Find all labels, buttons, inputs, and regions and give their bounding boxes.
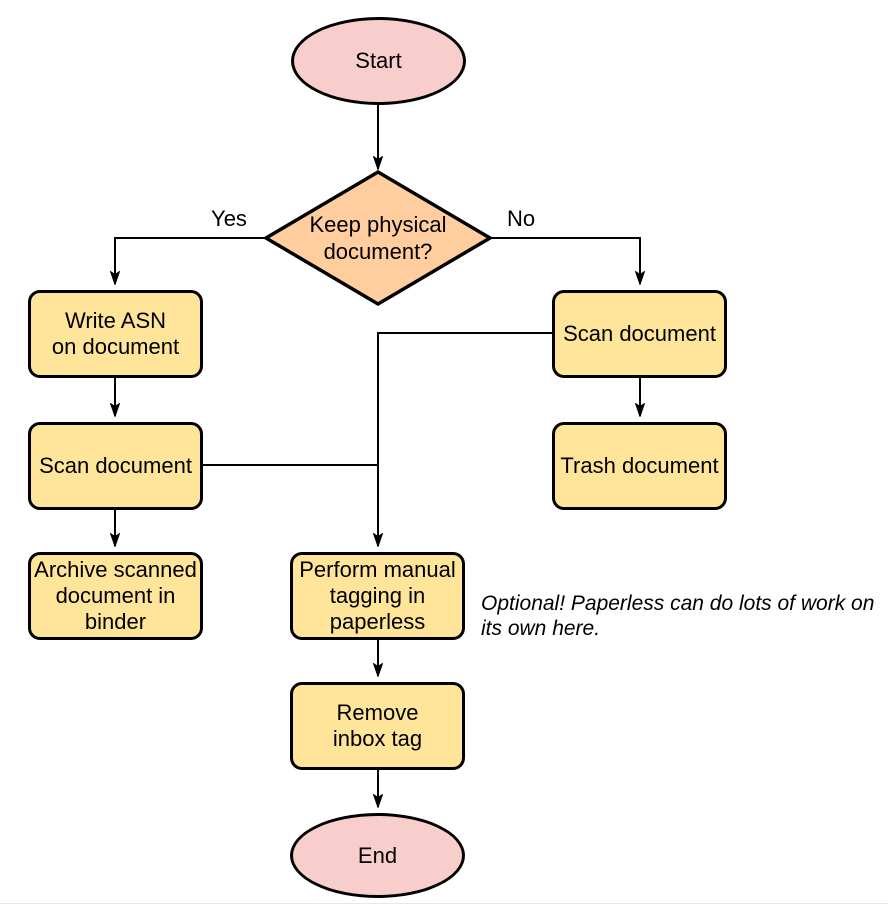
node-scan-document-right: Scan document [552, 290, 727, 378]
node-write-asn: Write ASN on document [28, 290, 203, 378]
node-write-asn-label: Write ASN on document [51, 308, 180, 359]
node-start-label: Start [355, 48, 402, 73]
node-archive-binder: Archive scanned document in binder [28, 552, 203, 640]
node-end: End [290, 813, 465, 898]
node-scan-document-right-label: Scan document [563, 321, 716, 346]
optional-note: Optional! Paperless can do lots of work … [481, 592, 875, 640]
node-remove-inbox-tag-label: Remove inbox tag [332, 700, 423, 751]
node-manual-tagging-label: Perform manual tagging in paperless [299, 557, 456, 634]
edge-label-no: No [506, 206, 536, 231]
edge-label-yes: Yes [211, 206, 247, 231]
node-archive-binder-label: Archive scanned document in binder [34, 557, 197, 634]
node-scan-document-left: Scan document [28, 422, 203, 510]
node-end-label: End [357, 842, 398, 868]
edge-decision-yes-to-write-asn [110, 237, 266, 285]
node-decision-label: Keep physical document? [309, 212, 447, 264]
edge-scan-right-to-tagging [373, 332, 552, 547]
bottom-divider [0, 903, 888, 904]
node-trash-document-label: Trash document [560, 453, 719, 478]
node-trash-document: Trash document [552, 422, 727, 510]
node-manual-tagging: Perform manual tagging in paperless [290, 552, 465, 640]
node-remove-inbox-tag: Remove inbox tag [290, 682, 465, 770]
edge-decision-no-to-scan-right [490, 237, 645, 285]
node-scan-document-left-label: Scan document [39, 453, 192, 478]
node-start: Start [291, 17, 466, 105]
decision-diamond-shape [262, 169, 494, 307]
